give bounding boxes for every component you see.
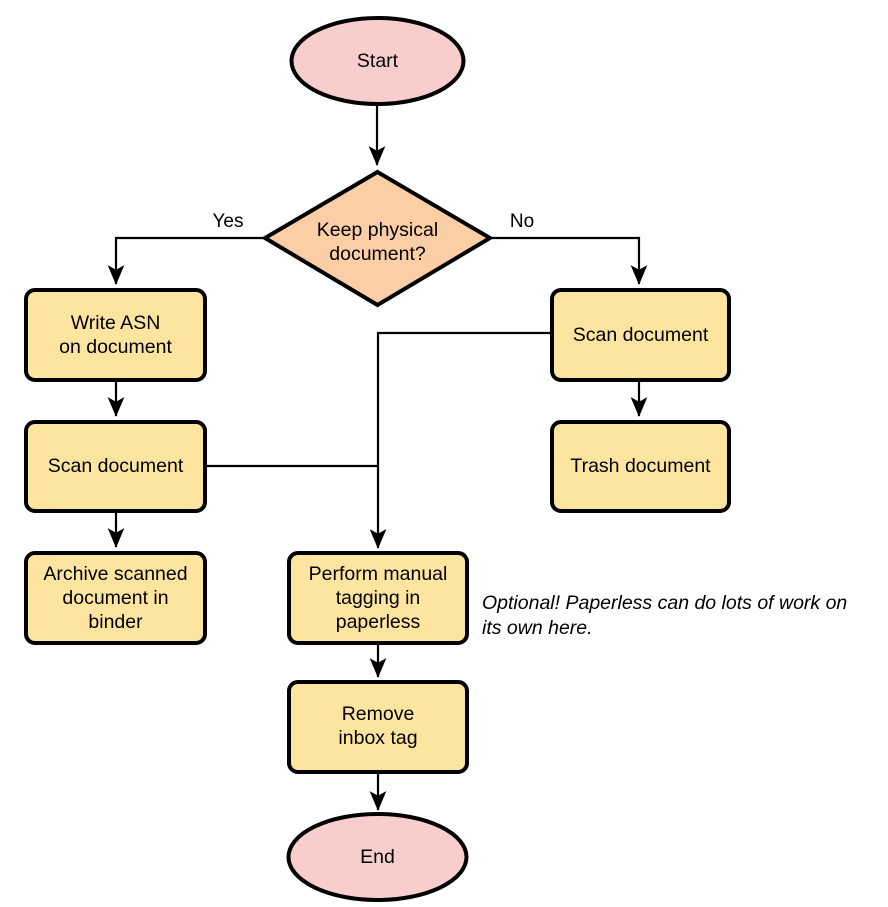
connector-scan-right-to-tagging xyxy=(369,331,552,549)
edge-label-no: No xyxy=(510,211,534,232)
annotation-optional-note: Optional! Paperless can do lots of work … xyxy=(482,592,847,639)
node-decision-keep-physical-document[interactable]: Keep physical document? xyxy=(261,169,494,308)
node-archive-label-line1: Archive scanned xyxy=(43,563,187,585)
node-trash-document[interactable]: Trash document xyxy=(550,420,731,513)
node-archive-label-line3: binder xyxy=(88,611,143,633)
node-tagging-label-line2: tagging in xyxy=(336,587,421,609)
node-scan-document-right-label: Scan document xyxy=(573,324,709,346)
edge-label-yes: Yes xyxy=(213,211,244,232)
node-tagging-label-line3: paperless xyxy=(336,611,421,633)
node-write-asn-label-line1: Write ASN xyxy=(71,312,161,334)
node-decision-label-line2: document? xyxy=(329,243,426,265)
node-write-asn-label-line2: on document xyxy=(59,336,172,358)
node-decision-label-line1: Keep physical xyxy=(317,219,438,241)
optional-note-line2: its own here. xyxy=(482,617,593,639)
node-trash-document-label: Trash document xyxy=(570,455,711,477)
node-end-label: End xyxy=(360,846,395,868)
optional-note-line1: Optional! Paperless can do lots of work … xyxy=(482,592,847,614)
node-scan-document-right[interactable]: Scan document xyxy=(550,288,731,382)
node-scan-document-left[interactable]: Scan document xyxy=(24,420,207,513)
connector-decision-yes-to-write-asn xyxy=(107,236,265,285)
node-archive-scanned-document-in-binder[interactable]: Archive scanned document in binder xyxy=(24,551,207,645)
node-perform-manual-tagging[interactable]: Perform manual tagging in paperless xyxy=(287,551,469,645)
node-end[interactable]: End xyxy=(286,812,469,902)
node-remove-inbox-label-line1: Remove xyxy=(342,703,415,725)
node-scan-document-left-label: Scan document xyxy=(48,455,184,477)
node-tagging-label-line1: Perform manual xyxy=(309,563,448,585)
node-archive-label-line2: document in xyxy=(62,587,168,609)
node-remove-inbox-label-line2: inbox tag xyxy=(338,727,417,749)
node-start-label: Start xyxy=(357,50,399,72)
node-start[interactable]: Start xyxy=(289,16,466,106)
node-remove-inbox-tag[interactable]: Remove inbox tag xyxy=(287,680,469,774)
connector-decision-no-to-scan-right xyxy=(490,236,648,285)
node-write-asn-on-document[interactable]: Write ASN on document xyxy=(24,288,207,382)
